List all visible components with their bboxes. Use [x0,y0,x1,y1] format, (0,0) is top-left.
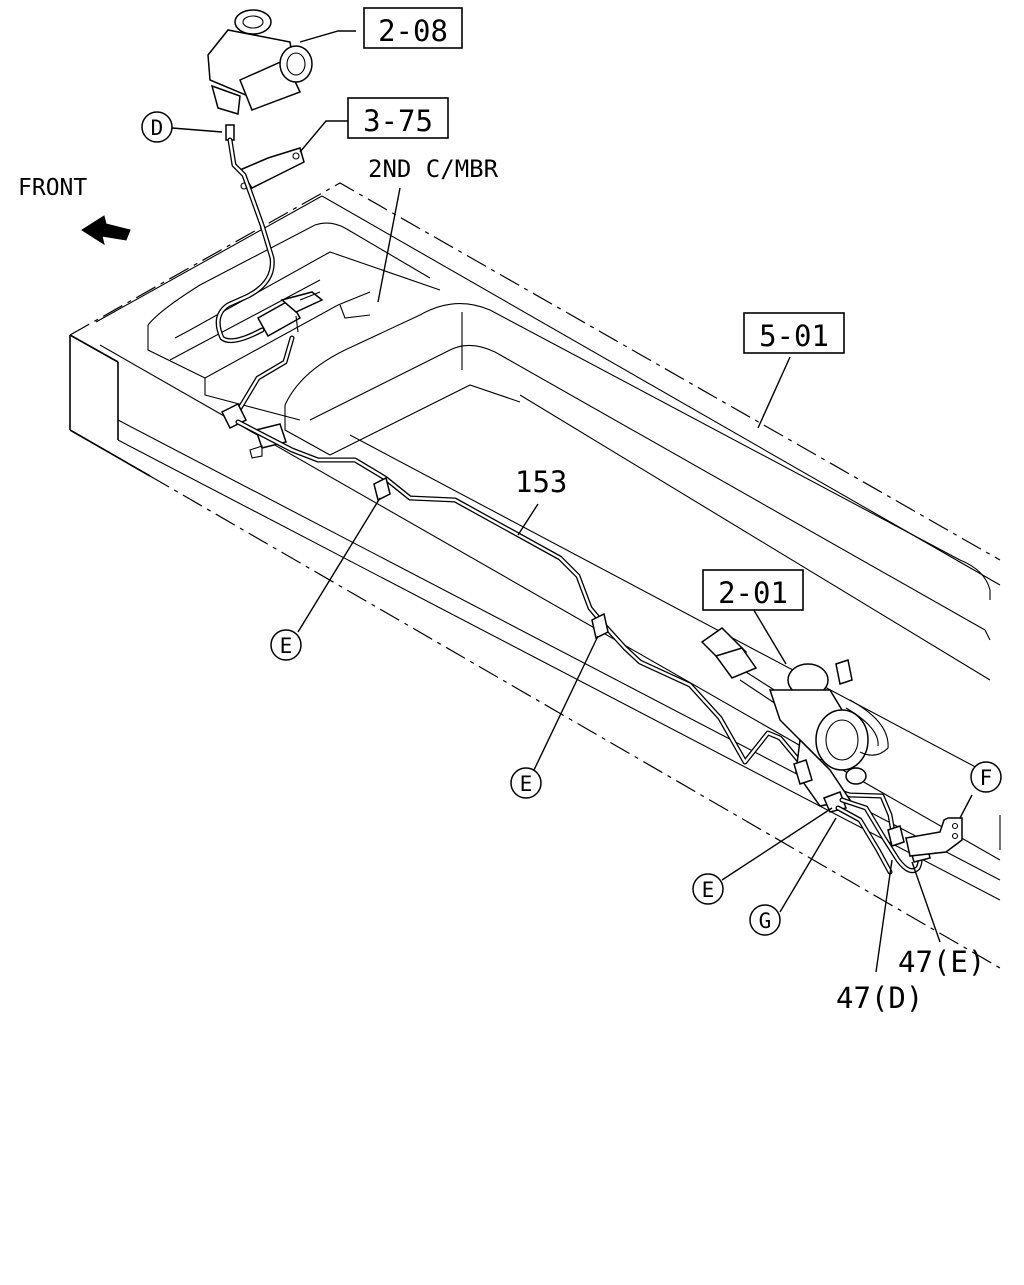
callout-d-circle [141,111,173,143]
callout-e1: E [280,634,293,658]
ref-label-5-01: 5-01 [759,319,829,353]
pipe-153-label: 153 [515,465,567,499]
junction-valve [220,291,324,459]
flexible-hoses [835,797,963,875]
front-label: FRONT [18,175,87,201]
callout-e1-circle [270,629,302,661]
ref-box-2-01 [702,569,804,611]
frame-rail [69,182,1001,969]
callout-d: D [151,116,164,140]
callout-f-circle [970,761,1002,793]
callout-g: G [759,909,772,933]
master-cylinder [207,9,313,141]
callout-e3: E [702,878,715,902]
ref-box-3-75 [347,97,449,139]
ref-box-2-08 [363,7,463,49]
cross-member-label: 2ND C/MBR [368,155,499,183]
arrow-front-icon [81,215,131,246]
ref-label-2-01: 2-01 [718,576,788,610]
callout-e2: E [520,772,533,796]
callout-e2-circle [510,767,542,799]
callout-f: F [980,766,993,790]
callout-e3-circle [692,873,724,905]
ref-label-3-75: 3-75 [363,104,433,138]
clutch-hose [215,137,275,344]
clutch-booster [700,627,889,813]
ref-label-2-08: 2-08 [378,14,448,48]
bracket [238,147,305,190]
ref-box-5-01 [743,312,845,354]
callout-g-circle [749,904,781,936]
hose-47d-label: 47(D) [836,981,923,1015]
leader-lines [171,30,973,973]
hose-47e-label: 47(E) [898,945,985,979]
